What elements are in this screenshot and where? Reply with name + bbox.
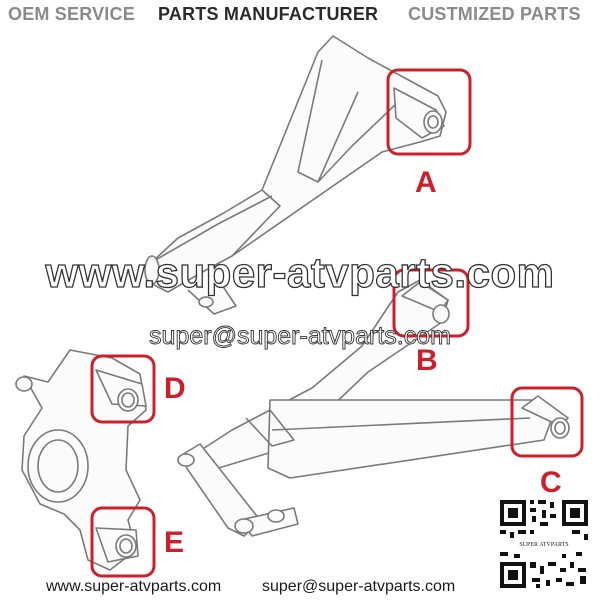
- part-label-a: A: [415, 166, 437, 199]
- highlight-box-c: [510, 386, 584, 458]
- customized-parts-heading: CUSTMIZED PARTS: [408, 4, 581, 24]
- upper-a-arm: [144, 35, 447, 315]
- lower-a-arm: [177, 279, 570, 537]
- highlight-boxes: [90, 68, 584, 578]
- oem-service-heading: OEM SERVICE: [8, 4, 135, 24]
- email-watermark: super@super-atvparts.com: [149, 322, 452, 351]
- part-label-b: B: [416, 344, 438, 377]
- part-label-d: D: [164, 372, 186, 405]
- highlight-box-b: [392, 268, 470, 338]
- website-watermark: www.super-atvparts.com: [45, 248, 555, 296]
- part-label-c: C: [540, 466, 562, 499]
- qr-code: [498, 498, 590, 590]
- header-bar: OEM SERVICE PARTS MANUFACTURER CUSTMIZED…: [0, 0, 600, 30]
- qr-code-caption: SUPER ATVPARTS: [518, 540, 570, 550]
- highlight-box-a: [386, 68, 472, 156]
- highlight-box-e: [90, 506, 156, 578]
- footer-email-link[interactable]: super@super-atvparts.com: [262, 578, 456, 595]
- highlight-box-d: [90, 354, 156, 424]
- part-label-e: E: [164, 526, 185, 559]
- parts-manufacturer-heading: PARTS MANUFACTURER: [158, 4, 379, 24]
- footer-website-link[interactable]: www.super-atvparts.com: [46, 578, 222, 595]
- steering-knuckle: [15, 349, 147, 571]
